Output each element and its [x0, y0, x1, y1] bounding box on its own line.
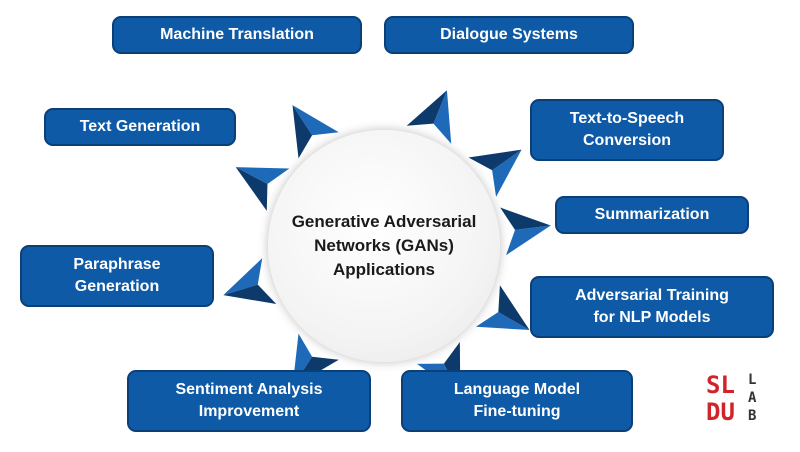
- arrowhead-face-dark: [223, 284, 277, 305]
- node-label: Adversarial Training: [575, 287, 729, 304]
- node-paraphrase-generation: Paraphrase Generation: [20, 245, 214, 307]
- arrowhead-face-dark: [500, 207, 551, 230]
- logo-lab-b: B: [748, 408, 757, 424]
- node-sentiment-analysis: Sentiment Analysis Improvement: [127, 370, 371, 432]
- node-summarization: Summarization: [555, 196, 749, 234]
- hub-title: Generative Adversarial Networks (GANs) A…: [284, 210, 484, 282]
- node-label: Sentiment Analysis: [175, 381, 323, 398]
- arrowhead-face-light: [475, 312, 530, 330]
- hub-title-line: Applications: [332, 260, 435, 279]
- logo-row1: SL: [706, 371, 735, 399]
- arrowhead-icon: [475, 285, 530, 330]
- node-label: Machine Translation: [160, 26, 314, 43]
- arrowhead-face-dark: [406, 90, 447, 126]
- node-text-generation: Text Generation: [44, 108, 236, 146]
- node-label: Conversion: [582, 132, 671, 149]
- arrowhead-face-dark: [235, 167, 268, 211]
- arrowhead-face-dark: [468, 149, 522, 171]
- arrowhead-face-light: [292, 105, 339, 136]
- arrowhead-face-light: [433, 90, 452, 144]
- node-label: Fine-tuning: [473, 403, 561, 420]
- node-adversarial-training: Adversarial Training for NLP Models: [530, 276, 774, 338]
- node-label: Improvement: [198, 403, 300, 420]
- arrowhead-icon: [468, 149, 522, 197]
- node-label: Summarization: [594, 206, 710, 223]
- node-label: for NLP Models: [593, 309, 711, 326]
- arrowhead-face-dark: [292, 105, 313, 159]
- arrowhead-icon: [406, 90, 452, 144]
- arrowhead-icon: [500, 207, 551, 256]
- logo-lab-a: A: [748, 390, 757, 406]
- logo-row2: DU: [706, 398, 735, 426]
- node-dialogue-systems: Dialogue Systems: [384, 16, 634, 54]
- arrowhead-face-dark: [498, 285, 530, 330]
- node-label: Language Model: [453, 381, 581, 398]
- arrowhead-face-light: [492, 149, 522, 197]
- logo-lab-l: L: [748, 372, 757, 388]
- arrowhead-face-light: [235, 167, 290, 185]
- node-label: Generation: [74, 278, 160, 295]
- node-text-to-speech: Text-to-Speech Conversion: [530, 99, 724, 161]
- node-label: Text-to-Speech: [569, 110, 685, 127]
- arrowhead-icon: [235, 167, 290, 211]
- arrowhead-icon: [292, 105, 339, 159]
- node-label: Paraphrase: [73, 256, 161, 273]
- arrowhead-icon: [223, 258, 277, 305]
- hub-title-line: Generative Adversarial: [291, 212, 477, 231]
- node-label: Dialogue Systems: [440, 26, 578, 43]
- node-machine-translation: Machine Translation: [112, 16, 362, 54]
- arrowhead-face-light: [223, 258, 263, 296]
- node-language-model-fine-tuning: Language Model Fine-tuning: [401, 370, 633, 432]
- arrowhead-face-light: [506, 225, 551, 256]
- hub-title-line: Networks (GANs): [314, 236, 454, 255]
- central-hub-circle: Generative Adversarial Networks (GANs) A…: [268, 130, 500, 362]
- node-label: Text Generation: [79, 118, 201, 135]
- sldu-lab-logo: SL DU L A B: [706, 372, 762, 428]
